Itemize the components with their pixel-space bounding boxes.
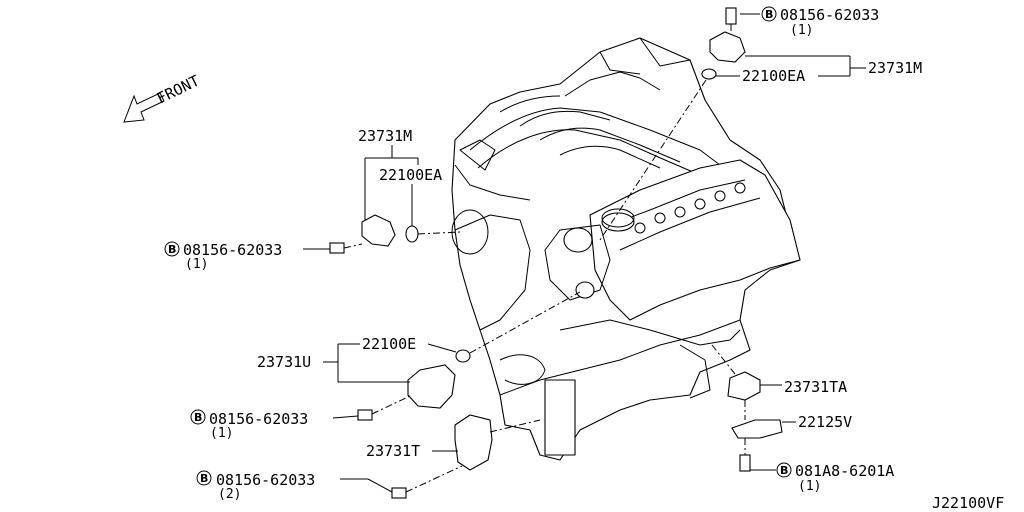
cam-sensor-u	[407, 364, 456, 409]
bolt-top-icon	[725, 7, 737, 25]
sensor-u-partno: 23731U	[257, 353, 311, 371]
oring-u-partno: 22100E	[362, 335, 416, 353]
oring-left-icon	[405, 225, 419, 243]
bolt-t-icon	[391, 487, 407, 499]
bracket-v-partno: 22125V	[798, 413, 852, 431]
sensor-t-partno: 23731T	[366, 442, 420, 460]
callout-sensor-t: 23731T	[366, 442, 458, 460]
t-sensor-group	[391, 414, 541, 499]
sensor-left-partno: 23731M	[358, 127, 412, 145]
callout-bolt-a: B 081A8-6201A (1)	[750, 462, 894, 494]
crank-sensor-ta	[727, 371, 761, 401]
oring-u-icon	[455, 349, 471, 363]
svg-text:B: B	[200, 472, 208, 485]
left-sensor-group	[329, 214, 461, 254]
callout-sensor-left: 23731M 22100EA	[358, 127, 442, 226]
cam-sensor-top	[709, 31, 746, 63]
callout-bracket-v: 22125V	[782, 413, 852, 431]
drawing-code: J22100VF	[932, 494, 1004, 512]
oring-top-icon	[701, 68, 717, 80]
ta-sensor-group	[711, 344, 783, 472]
callout-sensor-u: 23731U 22100E	[257, 335, 457, 383]
oring-top-partno: 22100EA	[742, 67, 805, 85]
callout-bolt-left: B 08156-62033 (1)	[164, 241, 330, 272]
bolt-t-qty: (2)	[218, 487, 241, 502]
bolt-a-partno: 081A8-6201A	[795, 462, 894, 480]
svg-text:B: B	[194, 411, 202, 424]
bolt-top-partno: 08156-62033	[780, 6, 879, 24]
bolt-top-qty: (1)	[790, 23, 813, 38]
callout-sensor-ta: 23731TA	[760, 378, 847, 396]
front-label: FRONT	[154, 72, 202, 108]
bolt-t-partno: 08156-62033	[216, 471, 315, 489]
bolt-u-icon	[357, 409, 373, 421]
cam-sensor-left	[361, 214, 396, 247]
svg-text:B: B	[780, 464, 788, 477]
bolt-left-icon	[329, 242, 345, 254]
sensor-ta-partno: 23731TA	[784, 378, 847, 396]
svg-text:B: B	[168, 243, 176, 256]
callout-bolt-u: B 08156-62033 (1)	[190, 409, 359, 441]
crank-sensor-t	[454, 414, 493, 471]
callout-sensor-top: 23731M 22100EA	[716, 55, 922, 85]
svg-text:B: B	[765, 8, 773, 21]
front-arrow-icon	[123, 92, 165, 123]
bolt-a-qty: (1)	[798, 479, 821, 494]
bolt-u-partno: 08156-62033	[209, 410, 308, 428]
callout-bolt-t: B 08156-62033 (2)	[196, 470, 393, 502]
bolt-u-qty: (1)	[210, 426, 233, 441]
bracket-v-icon	[731, 419, 783, 439]
callout-bolt-top: B 08156-62033 (1)	[740, 6, 879, 38]
oring-left-partno: 22100EA	[379, 166, 442, 184]
bolt-left-partno: 08156-62033	[183, 241, 282, 259]
top-sensor-group	[599, 7, 746, 241]
u-sensor-group	[357, 291, 581, 421]
bolt-left-qty: (1)	[185, 257, 208, 272]
engine-illustration	[451, 37, 801, 461]
sensor-top-partno: 23731M	[868, 59, 922, 77]
bolt-a-icon	[739, 454, 751, 472]
